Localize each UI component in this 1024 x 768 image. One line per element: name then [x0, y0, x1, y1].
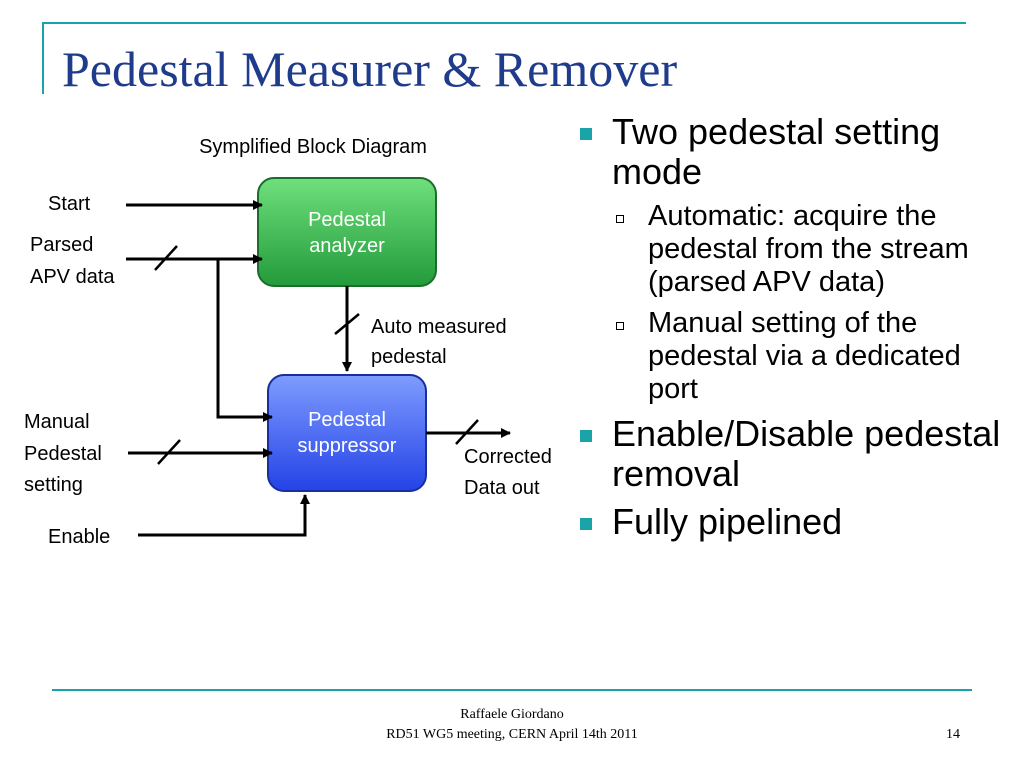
- bullet-text: Enable/Disable pedestal removal: [612, 413, 1001, 494]
- manual-label-line3: setting: [24, 474, 83, 496]
- diagram-caption: Symplified Block Diagram: [199, 136, 427, 158]
- footer-author: Raffaele Giordano: [460, 707, 564, 722]
- square-bullet-icon: [580, 518, 592, 530]
- auto-label-line1: Auto measured: [371, 316, 507, 338]
- suppressor-label-line1: Pedestal: [308, 409, 386, 431]
- analyzer-label-line2: analyzer: [309, 235, 385, 257]
- square-bullet-icon: [580, 128, 592, 140]
- hollow-square-bullet-icon: [616, 215, 624, 223]
- parsed-data-branch-arrow: [216, 259, 273, 422]
- hollow-square-bullet-icon: [616, 322, 624, 330]
- pedestal-suppressor-block: [267, 374, 427, 492]
- sub-bullet-item: Automatic: acquire the pedestal from the…: [578, 200, 1018, 299]
- bullet-item: Two pedestal setting mode: [578, 112, 1018, 192]
- start-label: Start: [48, 193, 91, 215]
- bullet-list: Two pedestal setting mode Automatic: acq…: [578, 112, 1018, 550]
- page-number: 14: [946, 727, 960, 742]
- bullet-text: Two pedestal setting mode: [612, 111, 941, 192]
- corrected-label-line1: Corrected: [464, 446, 552, 468]
- pedestal-analyzer-block: [257, 177, 437, 287]
- suppressor-label-line2: suppressor: [298, 435, 397, 457]
- left-rule: [42, 22, 44, 94]
- parsed-label-line2: APV data: [30, 266, 115, 288]
- analyzer-label-line1: Pedestal: [308, 209, 386, 231]
- slide-title: Pedestal Measurer & Remover: [62, 41, 678, 97]
- bullet-text: Fully pipelined: [612, 501, 843, 542]
- enable-arrow: [138, 494, 310, 537]
- bus-slash-manual: [157, 439, 181, 465]
- corrected-label-line2: Data out: [464, 477, 540, 499]
- sub-bullet-item: Manual setting of the pedestal via a ded…: [578, 307, 1018, 406]
- manual-label-line1: Manual: [24, 411, 90, 433]
- footer-meeting: RD51 WG5 meeting, CERN April 14th 2011: [386, 727, 638, 742]
- bus-slash-parsed: [154, 245, 178, 271]
- enable-label: Enable: [48, 526, 110, 548]
- square-bullet-icon: [580, 430, 592, 442]
- top-rule: [42, 22, 966, 24]
- parsed-label-line1: Parsed: [30, 234, 93, 256]
- bullet-item: Enable/Disable pedestal removal: [578, 414, 1018, 494]
- footer-rule: [52, 689, 972, 691]
- sub-bullet-text: Automatic: acquire the pedestal from the…: [648, 200, 969, 298]
- bullet-item: Fully pipelined: [578, 502, 1018, 542]
- block-diagram: Symplified Block Diagram Pedestal analyz…: [24, 136, 552, 548]
- bus-slash-auto: [334, 313, 360, 335]
- bus-slash-corrected: [455, 419, 479, 445]
- sub-bullet-text: Manual setting of the pedestal via a ded…: [648, 307, 961, 405]
- manual-label-line2: Pedestal: [24, 443, 102, 465]
- auto-label-line2: pedestal: [371, 346, 447, 368]
